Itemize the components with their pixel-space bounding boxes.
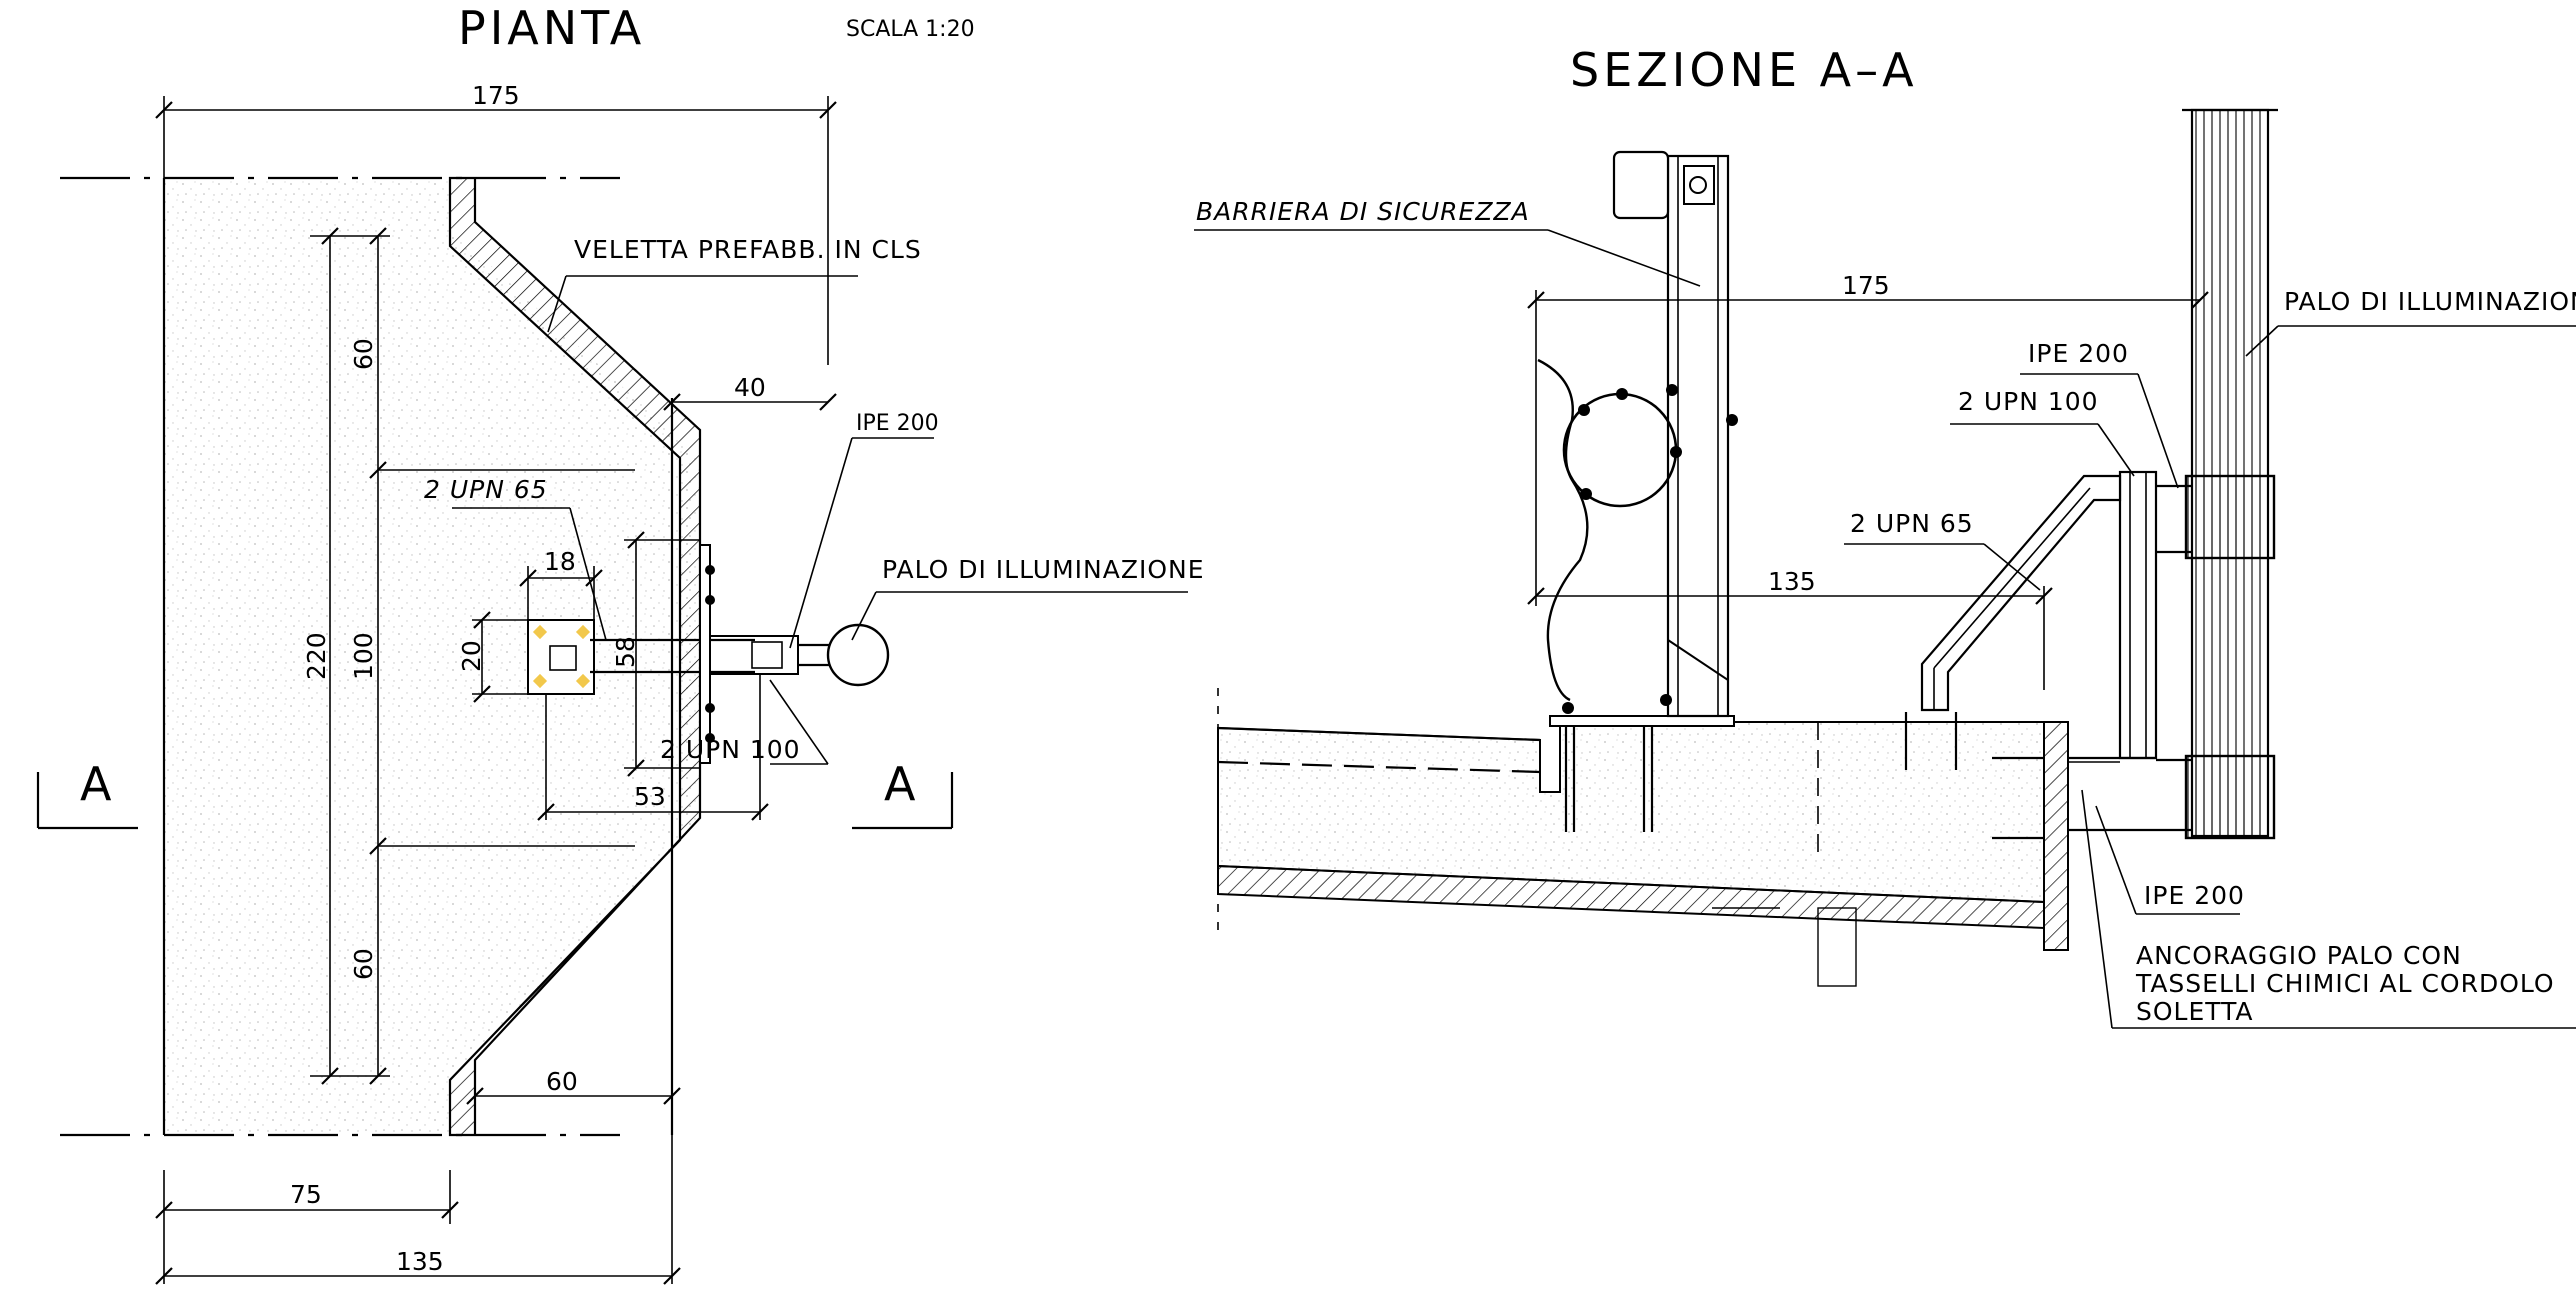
dim-135-section: 135 bbox=[1768, 567, 1816, 596]
upn100-plan bbox=[709, 635, 799, 675]
label-upn100-section: 2 UPN 100 bbox=[1958, 387, 2099, 416]
upn65-strut bbox=[1920, 474, 2122, 712]
plan-title: PIANTA bbox=[458, 1, 645, 55]
label-ipe-bottom: IPE 200 bbox=[2144, 881, 2245, 910]
plate-bolts bbox=[705, 565, 715, 743]
dim-18: 18 bbox=[544, 547, 576, 576]
w-beam-rail bbox=[1537, 358, 1589, 702]
label-upn65-section: 2 UPN 65 bbox=[1850, 509, 1974, 538]
dim-75: 75 bbox=[290, 1180, 322, 1209]
flange-plate bbox=[699, 544, 711, 764]
label-palo-section: PALO DI ILLUMINAZIONE bbox=[2284, 287, 2576, 316]
barrier-post bbox=[1666, 154, 1730, 718]
lighting-pole-plan bbox=[826, 623, 890, 687]
section-title: SEZIONE A–A bbox=[1570, 43, 1918, 97]
section-view: SEZIONE A–A bbox=[1194, 43, 2576, 1029]
label-ipe-plan: IPE 200 bbox=[856, 411, 939, 436]
svg-text:A: A bbox=[884, 757, 919, 811]
dim-60-upper: 60 bbox=[349, 338, 378, 370]
dim-58: 58 bbox=[611, 636, 640, 668]
dim-20: 20 bbox=[457, 640, 486, 672]
label-ancoraggio-3: SOLETTA bbox=[2136, 997, 2254, 1026]
dim-60-bottom: 60 bbox=[546, 1067, 578, 1096]
label-ipe-top: IPE 200 bbox=[2028, 339, 2129, 368]
dim-100: 100 bbox=[349, 632, 378, 680]
dim-40: 40 bbox=[734, 373, 766, 402]
veletta-precast bbox=[448, 176, 702, 1137]
dim-135-plan: 135 bbox=[396, 1247, 444, 1276]
dim-220: 220 bbox=[302, 632, 331, 680]
label-ancoraggio-1: ANCORAGGIO PALO CON bbox=[2136, 941, 2462, 970]
barrier-base-plate bbox=[1549, 715, 1735, 727]
dim-53: 53 bbox=[634, 782, 666, 811]
label-veletta: VELETTA PREFABB. IN CLS bbox=[574, 235, 922, 264]
end-plate-section bbox=[2043, 721, 2069, 951]
lighting-pole-section bbox=[2190, 108, 2270, 838]
plan-view: PIANTA SCALA 1:20 bbox=[36, 1, 1205, 1285]
pole-clamp-lower bbox=[2184, 754, 2276, 840]
label-ancoraggio-2: TASSELLI CHIMICI AL CORDOLO bbox=[2135, 969, 2555, 998]
label-upn65-plan: 2 UPN 65 bbox=[424, 475, 548, 504]
dim-175-plan: 175 bbox=[472, 81, 520, 110]
section-mark-right: A bbox=[852, 757, 954, 830]
dim-60-lower: 60 bbox=[349, 948, 378, 980]
svg-text:A: A bbox=[80, 757, 115, 811]
section-mark-left: A bbox=[36, 757, 138, 830]
label-barriera: BARRIERA DI SICUREZZA bbox=[1196, 197, 1530, 226]
deck-slab-plan bbox=[164, 178, 700, 1135]
label-upn100-plan: 2 UPN 100 bbox=[660, 735, 801, 764]
label-palo-plan: PALO DI ILLUMINAZIONE bbox=[882, 555, 1205, 584]
ipe200-vertical bbox=[2118, 470, 2158, 760]
plan-scale: SCALA 1:20 bbox=[846, 17, 975, 42]
rail-bolts bbox=[1562, 384, 1738, 714]
anchor-bolts bbox=[532, 624, 591, 689]
pole-clamp-upper bbox=[2184, 474, 2276, 560]
dim-175-section: 175 bbox=[1842, 271, 1890, 300]
